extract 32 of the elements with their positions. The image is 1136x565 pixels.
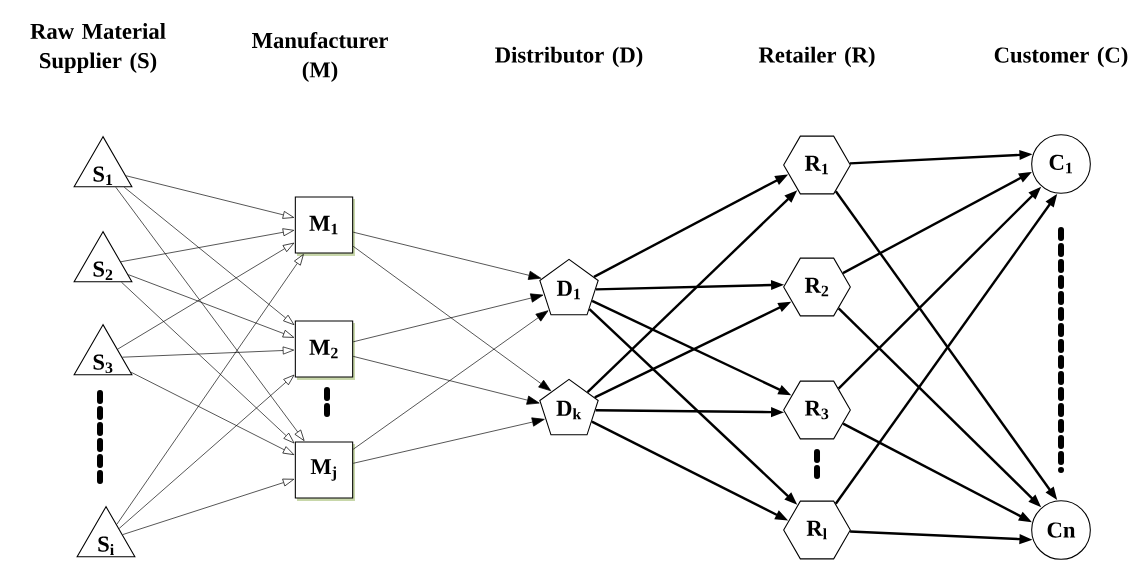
- manufacturer-box: M$_{j}$: [294, 441, 354, 499]
- arrow: [122, 478, 295, 535]
- distributor-pentagon: D$_{k}$: [539, 378, 599, 436]
- column-heading: Manufacturer (M): [252, 31, 388, 83]
- arrow: [123, 186, 295, 326]
- retailer-hexagon: R$_{1}$: [783, 135, 851, 195]
- manufacturer-box: M$_{2}$: [294, 320, 354, 378]
- arrow: [352, 356, 540, 405]
- retailer-hexagon: R$_{3}$: [783, 380, 851, 440]
- column-heading: Distributor (D): [495, 46, 643, 68]
- arrow: [116, 254, 304, 525]
- column-heading: Raw Material Supplier (S): [30, 23, 166, 73]
- arrow: [120, 228, 295, 263]
- arrow: [122, 346, 295, 358]
- arrow: [115, 186, 305, 441]
- arrow: [352, 417, 545, 464]
- column-heading: Retailer (R): [758, 46, 875, 68]
- arrow: [118, 374, 295, 529]
- arrow: [128, 274, 295, 338]
- arrow: [121, 281, 295, 444]
- arrow: [352, 310, 549, 450]
- arrow: [130, 371, 295, 455]
- arrow: [125, 175, 295, 219]
- arrow: [352, 293, 544, 343]
- retailer-hexagon: R$_{2}$: [783, 257, 851, 317]
- manufacturer-box: M$_{1}$: [294, 196, 354, 254]
- arrow: [352, 231, 542, 280]
- retailer-hexagon: R$_{l}$: [783, 500, 851, 560]
- column-heading: Customer (C): [994, 46, 1128, 68]
- arrow: [352, 245, 552, 392]
- distributor-pentagon: D$_{1}$: [539, 258, 599, 316]
- arrow: [117, 242, 295, 350]
